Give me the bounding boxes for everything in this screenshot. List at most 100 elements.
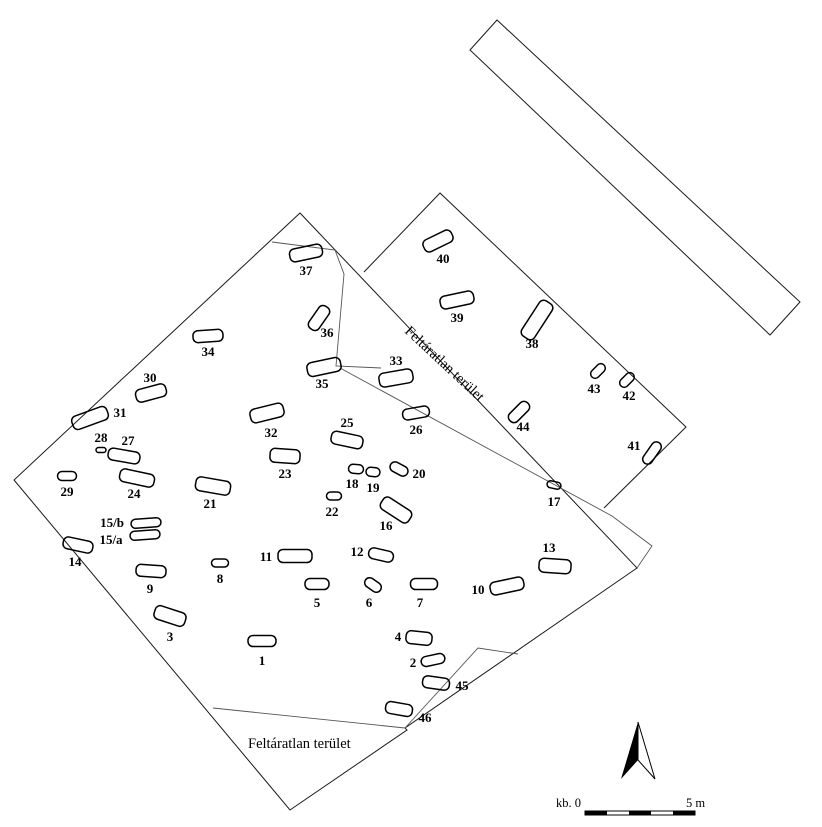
grave-label-34: 34 [202, 344, 216, 359]
grave-label-28: 28 [95, 430, 109, 445]
grave-label-19: 19 [367, 480, 381, 495]
upper-trench-outline [363, 192, 687, 509]
grave-label-16: 16 [380, 518, 394, 533]
grave-32 [249, 402, 285, 424]
grave-label-43: 43 [588, 381, 602, 396]
unexcavated-label-bottom: Feltáratlan terület [248, 736, 351, 752]
grave-label-9: 9 [147, 581, 154, 596]
grave-label-23: 23 [279, 466, 293, 481]
grave-25 [330, 430, 364, 450]
grave-38 [520, 299, 554, 341]
grave-16 [379, 496, 413, 524]
grave-label-38: 38 [526, 336, 540, 351]
grave-label-18: 18 [346, 476, 360, 491]
grave-41 [641, 441, 663, 465]
grave-label-3: 3 [167, 629, 174, 644]
grave-label-13: 13 [543, 540, 557, 555]
scale-bar: kb. 0 5 m [556, 796, 705, 816]
grave-17 [546, 480, 562, 490]
grave-label-14: 14 [69, 554, 83, 569]
grave-label-8: 8 [217, 571, 224, 586]
grave-28 [95, 446, 107, 454]
grave-14 [62, 536, 94, 554]
grave-21 [194, 476, 232, 496]
grave-label-45: 45 [456, 678, 470, 693]
grave-label-39: 39 [451, 310, 465, 325]
scale-start-label: kb. 0 [556, 796, 581, 810]
grave-label-26: 26 [410, 422, 424, 437]
grave-label-11: 11 [260, 549, 272, 564]
unexcavated-boundary-bottom [212, 707, 406, 729]
grave-label-1: 1 [259, 653, 266, 668]
grave-9 [135, 563, 167, 579]
grave-label-33: 33 [390, 353, 404, 368]
grave-2 [420, 652, 446, 668]
unexcavated-boundary-right [404, 647, 519, 729]
grave-label-27: 27 [122, 433, 136, 448]
grave-45 [421, 675, 451, 691]
grave-label-32: 32 [265, 425, 278, 440]
grave-19 [365, 466, 381, 478]
grave-15-b [130, 517, 162, 529]
grave-label-10: 10 [472, 582, 485, 597]
grave-40 [422, 229, 454, 253]
grave-43 [589, 362, 607, 380]
grave-label-35: 35 [316, 376, 330, 391]
grave-31 [70, 405, 110, 431]
grave-label-21: 21 [204, 496, 217, 511]
grave-label-7: 7 [417, 595, 424, 610]
grave-30 [134, 383, 168, 403]
grave-label-24: 24 [128, 486, 142, 501]
grave-6 [363, 576, 383, 594]
grave-label-46: 46 [419, 710, 433, 725]
grave-label-42: 42 [623, 388, 636, 403]
grave-46 [384, 700, 414, 718]
grave-13 [538, 557, 572, 575]
grave-3 [153, 604, 187, 628]
grave-label-37: 37 [300, 263, 314, 278]
grave-label-15-a: 15/a [99, 532, 123, 547]
grave-10 [489, 576, 525, 596]
grave-label-17: 17 [548, 494, 562, 509]
grave-39 [439, 290, 475, 310]
grave-27 [107, 447, 141, 465]
grave-label-36: 36 [321, 325, 335, 340]
north-arrow-icon [621, 721, 656, 780]
grave-34 [192, 328, 224, 344]
strip-line [339, 367, 653, 569]
grave-24 [118, 468, 156, 488]
grave-label-15-b: 15/b [100, 515, 124, 530]
grave-label-25: 25 [341, 415, 355, 430]
grave-label-30: 30 [144, 370, 157, 385]
grave-label-22: 22 [326, 504, 339, 519]
graves-layer [56, 229, 663, 718]
grave-label-41: 41 [628, 438, 641, 453]
long-trench-outline [469, 19, 801, 336]
grave-12 [367, 547, 395, 563]
grave-label-5: 5 [314, 595, 321, 610]
grave-label-29: 29 [61, 484, 75, 499]
grave-18 [347, 463, 365, 475]
grave-label-20: 20 [413, 466, 426, 481]
grave-20 [389, 461, 409, 477]
grave-label-2: 2 [410, 655, 417, 670]
grave-5 [304, 577, 330, 591]
grave-label-44: 44 [517, 419, 531, 434]
grave-8 [210, 558, 230, 568]
grave-26 [401, 405, 431, 421]
grave-label-40: 40 [437, 251, 450, 266]
inner-boundary-line [271, 241, 382, 369]
grave-label-31: 31 [114, 405, 127, 420]
grave-35 [306, 356, 342, 378]
grave-4 [405, 629, 433, 647]
grave-label-4: 4 [395, 629, 402, 644]
grave-15-a [129, 529, 161, 541]
grave-11 [277, 548, 313, 564]
grave-37 [288, 243, 324, 263]
grave-36 [307, 304, 331, 332]
grave-label-6: 6 [366, 595, 373, 610]
grave-23 [269, 447, 301, 465]
grave-1 [247, 634, 277, 648]
